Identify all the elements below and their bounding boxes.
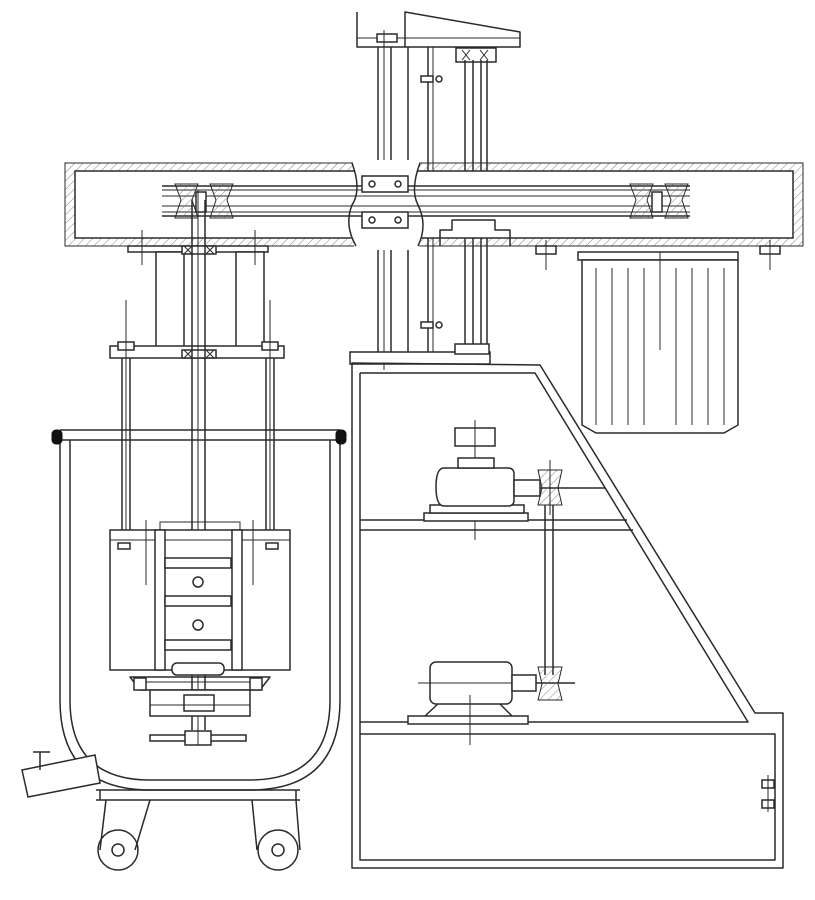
mixing-head-support (109, 230, 285, 359)
cabinet-drive-shaft (544, 505, 554, 675)
caster-wheel-right (257, 829, 299, 871)
machine-cabinet (351, 362, 784, 869)
lower-motor (407, 661, 575, 745)
mixing-vessel (21, 429, 347, 798)
vessel-cart (96, 789, 301, 851)
top-mount-bracket (356, 11, 521, 63)
drive-motor (577, 251, 739, 434)
horizontal-beam (64, 160, 804, 270)
dispersing-rotor-stator (109, 520, 291, 746)
caster-wheel-left (97, 829, 139, 871)
upper-gearbox (423, 420, 605, 540)
